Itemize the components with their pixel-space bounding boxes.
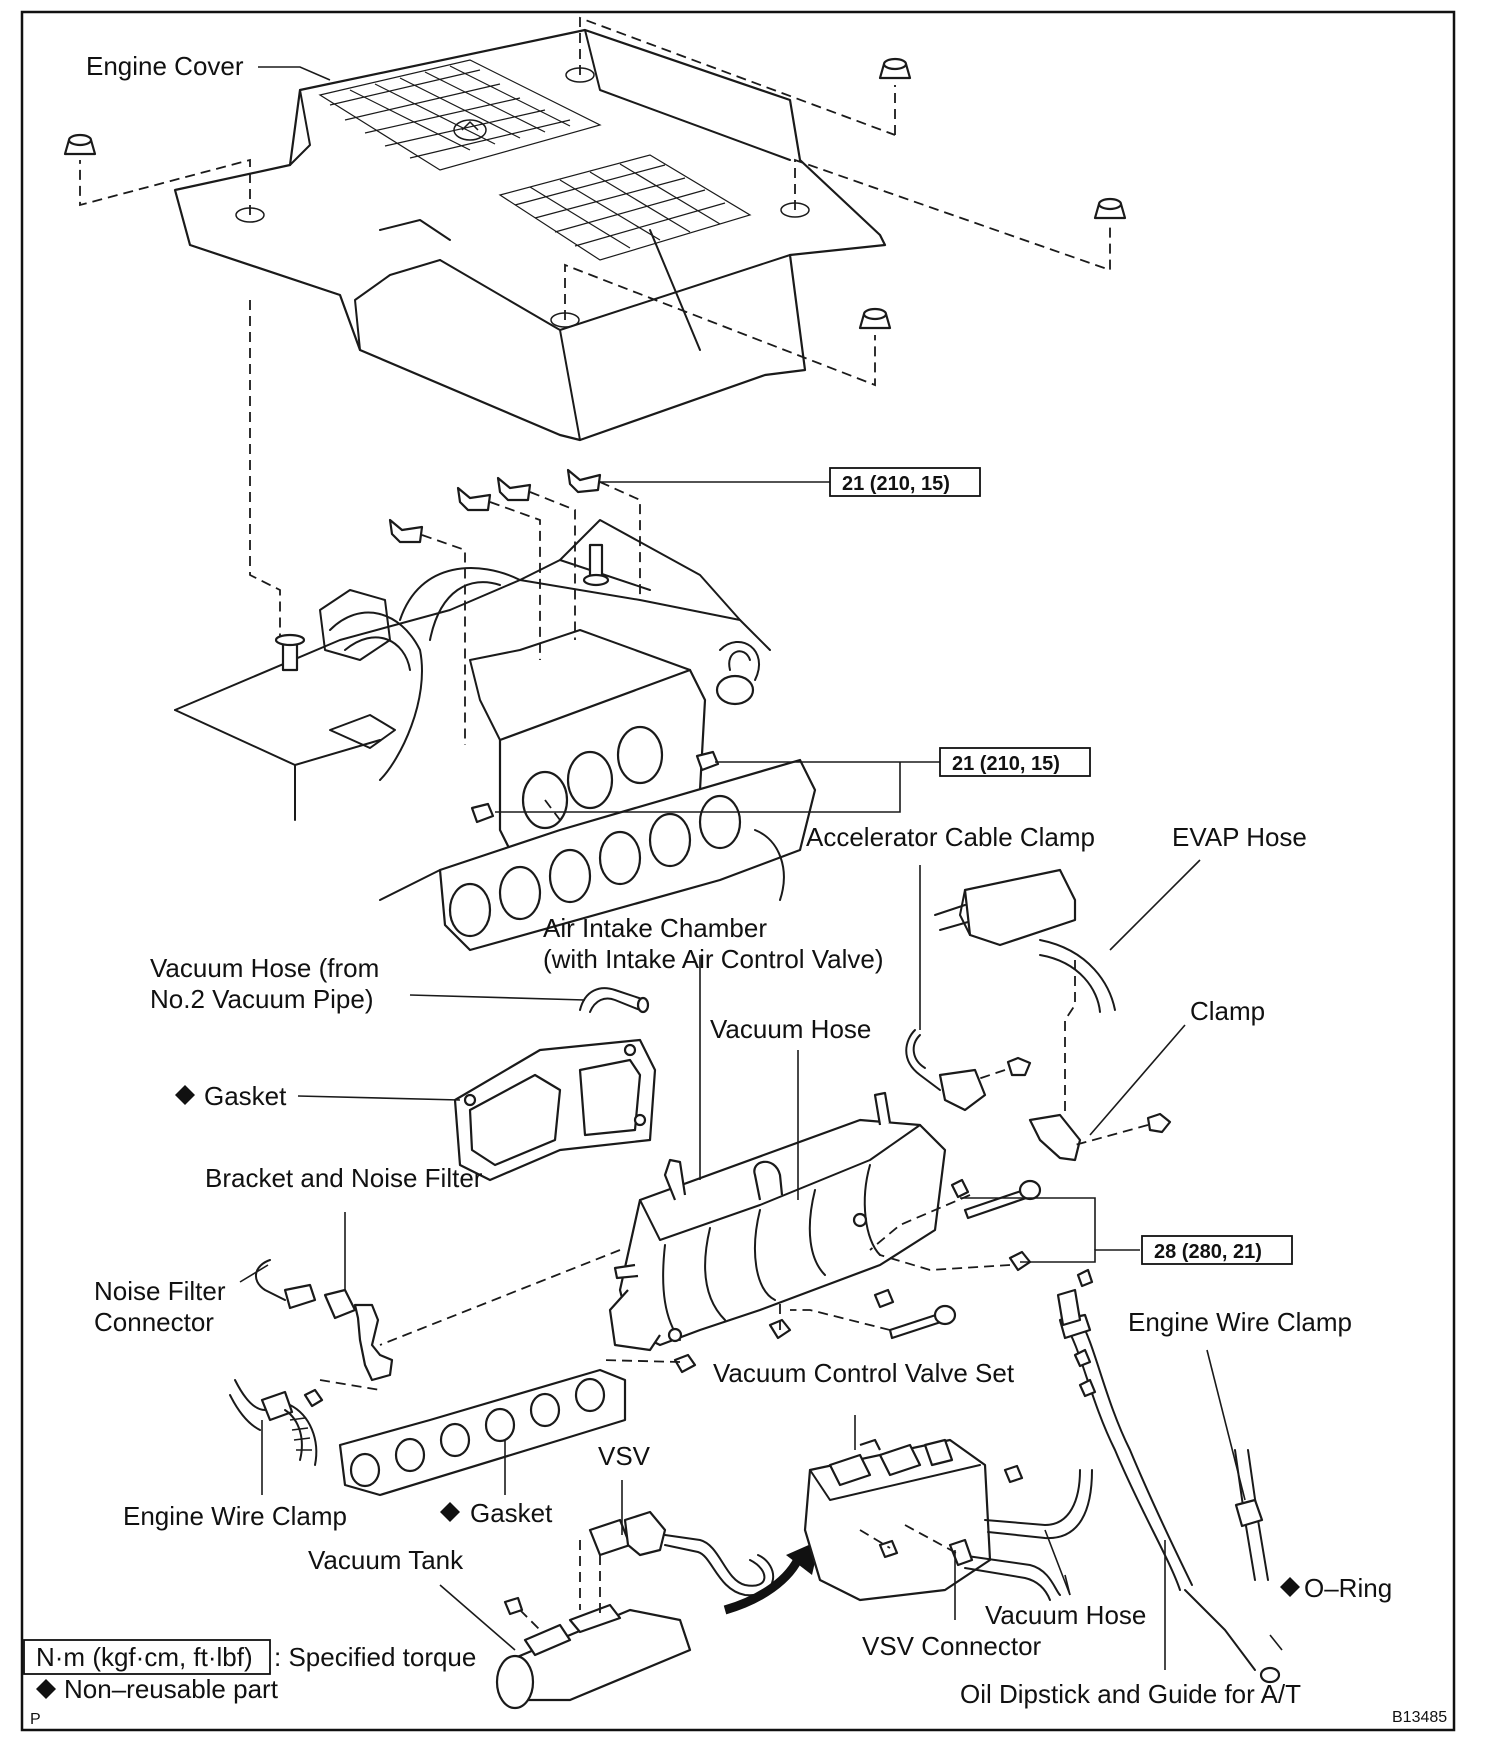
torque-box-upper [829,467,981,497]
nut-icon [470,750,720,824]
air-intake-chamber-drawing [608,1091,947,1352]
leader-lines [239,66,1283,1670]
nut-icon [63,57,1127,330]
middle-mounting-lines [421,481,641,821]
lower-mounting-lines [319,960,1149,1391]
label-torque-upper: 21 (210, 15) [842,473,950,495]
label-bracket-noise-filter: Bracket and Noise Filter [205,1163,483,1193]
label-vacuum-hose-upper: Vacuum Hose [710,1014,871,1044]
engine-block-drawing [174,519,817,952]
label-vacuum-tank: Vacuum Tank [308,1545,464,1575]
valve-set-lines [859,1524,961,1556]
part-labels: Engine Cover 21 (210, 15) 21 (210, 15) A… [86,51,1392,1709]
vacuum-tank-lines [519,1540,601,1631]
figure-id: B13485 [1392,1709,1447,1726]
label-vacuum-hose-lower: Vacuum Hose [985,1600,1146,1630]
label-torque-lower: 28 (280, 21) [1154,1241,1262,1263]
corner-mark: P [30,1711,41,1728]
clamp-drawing [1028,1112,1172,1162]
label-engine-wire-clamp-right: Engine Wire Clamp [1128,1307,1352,1337]
gasket-lower-drawing [338,1368,627,1497]
black-diamond-icon [36,1679,56,1699]
label-engine-cover: Engine Cover [86,51,244,81]
legend-torque-unit: N·m (kgf·cm, ft·lbf) [36,1642,253,1672]
vsv-drawing [588,1510,775,1597]
label-vacuum-control-valve-set: Vacuum Control Valve Set [713,1358,1015,1388]
legend-torque-desc: : Specified torque [274,1642,476,1672]
label-o-ring: O–Ring [1304,1573,1392,1603]
label-air-intake-chamber-line1: Air Intake Chamber [543,913,767,943]
gasket-upper-drawing [453,1038,657,1182]
legend-torque-box [23,1639,271,1675]
label-noise-filter-connector-line1: Noise Filter [94,1276,226,1306]
label-vsv: VSV [598,1441,651,1471]
accelerator-cable-clamp-drawing [905,1029,1032,1112]
label-air-intake-chamber-line2: (with Intake Air Control Valve) [543,944,884,974]
label-vacuum-hose-from-line1: Vacuum Hose (from [150,953,379,983]
label-engine-wire-clamp-left: Engine Wire Clamp [123,1501,347,1531]
label-oil-dipstick: Oil Dipstick and Guide for A/T [960,1679,1301,1709]
label-torque-middle: 21 (210, 15) [952,753,1060,775]
cover-mounting-lines [79,16,1111,640]
bolt-icon [274,468,610,672]
oil-dipstick-drawing [1056,1288,1281,1684]
torque-box-lower [1141,1235,1293,1265]
label-accelerator-cable-clamp: Accelerator Cable Clamp [806,822,1095,852]
label-gasket-lower: Gasket [470,1498,553,1528]
vacuum-hose-small-drawing [579,987,650,1014]
legend-nonreusable-desc: Non–reusable part [64,1674,279,1704]
vacuum-control-valve-set-drawing [803,1438,1093,1602]
bolt-icon [673,1178,1094,1374]
label-gasket-upper: Gasket [204,1081,287,1111]
diagram-frame [20,10,1456,1732]
engine-wire-clamp-left-drawing [229,1379,318,1466]
torque-box-middle [939,747,1091,777]
legend: N·m (kgf·cm, ft·lbf) : Specified torque … [23,1639,1447,1728]
label-vacuum-hose-from-line2: No.2 Vacuum Pipe) [150,984,374,1014]
vacuum-tank-drawing [495,1596,692,1710]
engine-cover-drawing [173,28,887,442]
label-clamp: Clamp [1190,996,1265,1026]
label-evap-hose: EVAP Hose [1172,822,1307,852]
black-diamond-icon [440,1502,460,1522]
bracket-noise-filter-drawing [255,1259,394,1408]
black-diamond-icon [1280,1577,1300,1597]
black-diamond-icon [175,1085,195,1105]
label-noise-filter-connector-line2: Connector [94,1307,214,1337]
evap-hose-drawing [934,868,1116,1013]
label-vsv-connector: VSV Connector [862,1631,1042,1661]
